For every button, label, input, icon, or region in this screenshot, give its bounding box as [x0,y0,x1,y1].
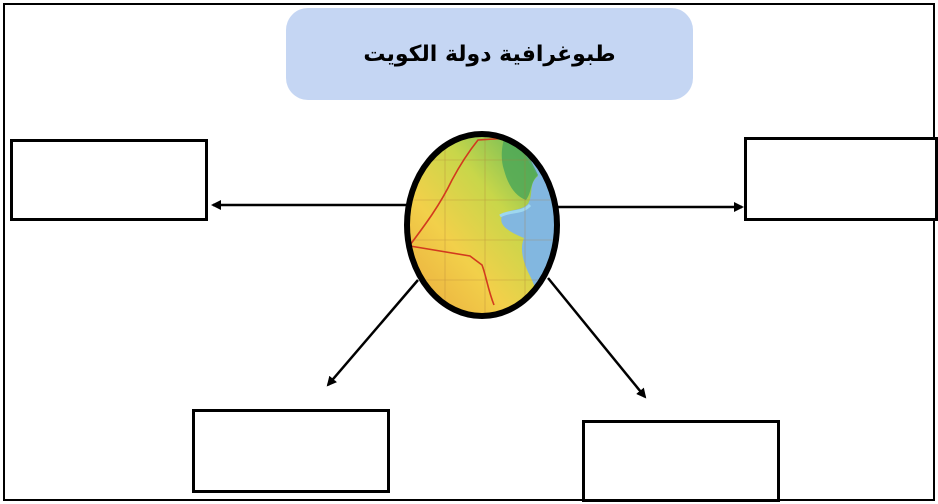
page-title: طبوغرافية دولة الكويت [363,41,616,67]
kuwait-map-icon [404,131,560,319]
arrow-to-bottom-right-box [547,277,647,399]
border-line-icon [409,137,521,306]
answer-box-bottom-right[interactable] [582,420,780,502]
answer-box-right[interactable] [744,137,938,221]
arrow-to-bottom-left-box [326,279,419,387]
answer-box-left[interactable] [10,139,208,221]
title-box: طبوغرافية دولة الكويت [286,8,693,100]
answer-box-bottom-left[interactable] [192,409,390,493]
